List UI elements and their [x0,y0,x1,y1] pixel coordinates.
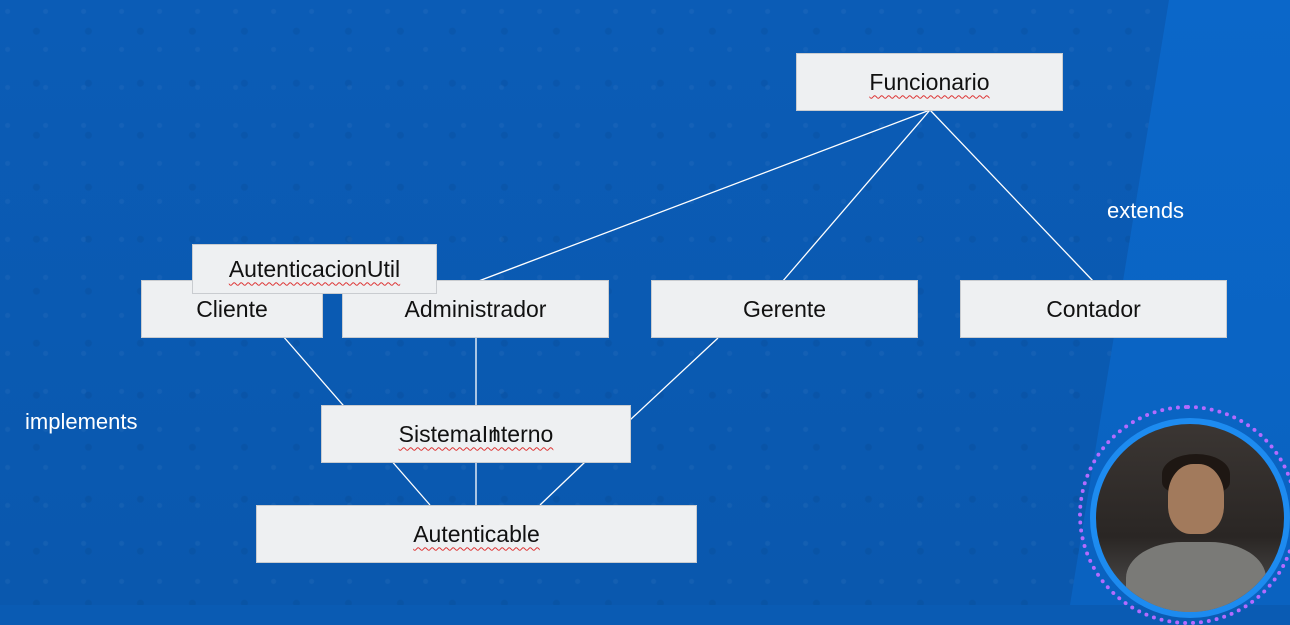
funcionario-box: Funcionario [796,53,1063,111]
administrador-label: Administrador [404,295,547,322]
sistemainterno-box: SistemaInterno [321,405,631,463]
line-sistemainterno-autenticable-right [539,461,586,506]
presenter-head [1168,464,1224,534]
contador-label: Contador [1046,295,1141,322]
autenticacionutil-label: AutenticacionUtil [228,255,401,282]
line-gerente-sistemainterno [629,337,719,421]
implements-label: implements [25,409,138,434]
gerente-box: Gerente [651,280,918,338]
line-funcionario-administrador [475,109,931,283]
autenticacionutil-box: AutenticacionUtil [192,244,437,294]
line-funcionario-contador [929,109,1095,283]
presenter-body [1126,542,1266,612]
autenticable-label: Autenticable [413,520,540,547]
autenticable-box: Autenticable [256,505,697,563]
contador-box: Contador [960,280,1227,338]
extends-label: extends [1107,198,1185,223]
presenter-webcam-icon [1090,418,1290,618]
funcionario-label: Funcionario [869,68,990,95]
text-cursor-icon: I [492,424,498,446]
sistemainterno-label: SistemaInterno [398,420,554,447]
line-funcionario-gerente [781,109,931,283]
gerente-label: Gerente [742,295,827,322]
cliente-label: Cliente [196,295,268,322]
